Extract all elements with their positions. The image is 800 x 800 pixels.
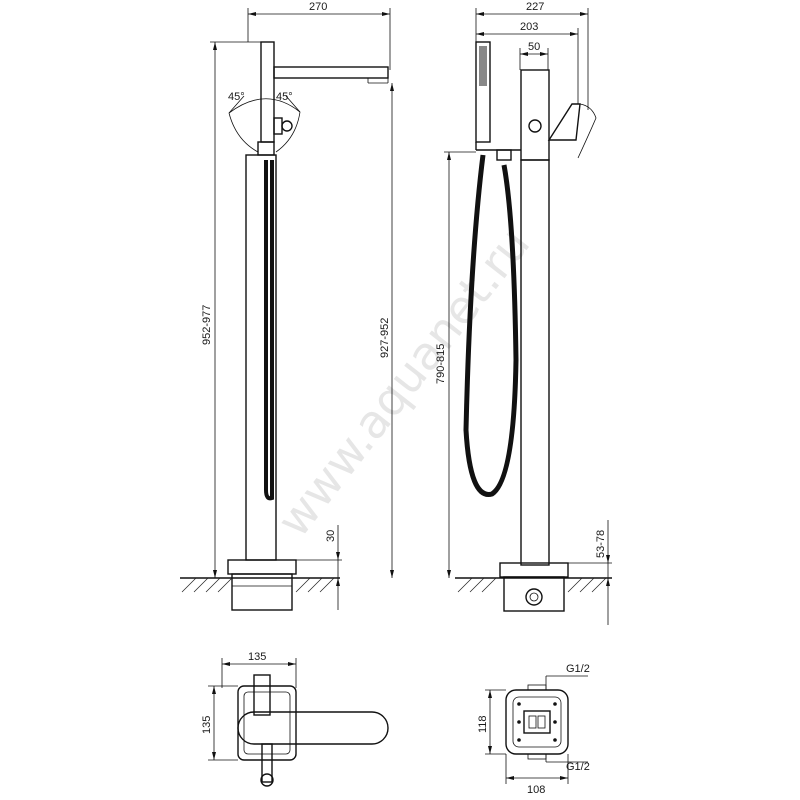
front-view: 227 203 50 (435, 1, 612, 625)
dim-side-width: 270 (309, 1, 327, 13)
dim-front-height-body: 790-815 (435, 344, 447, 384)
dim-base-width: 108 (527, 784, 545, 796)
dim-top-depth: 135 (201, 716, 213, 734)
front-lever (547, 103, 581, 141)
dim-front-width-total: 227 (526, 1, 544, 13)
dim-base-thread-top: G1/2 (566, 663, 590, 675)
watermark: www.aquanet.ru (266, 217, 540, 547)
base-plate: G1/2 118 G1/2 108 (477, 663, 590, 796)
dim-side-base-height: 30 (325, 530, 337, 542)
front-hose (463, 154, 519, 497)
front-column (520, 159, 550, 566)
hand-shower (475, 41, 491, 143)
dim-base-height: 118 (477, 715, 489, 733)
dim-front-width-lever: 50 (528, 41, 540, 53)
dim-side-angle-left: 45° (228, 91, 245, 103)
dim-side-angle-right: 45° (276, 91, 293, 103)
dim-base-thread-bottom: G1/2 (566, 761, 590, 773)
front-head (520, 69, 550, 161)
top-view: 135 135 (201, 651, 389, 787)
side-spout (273, 66, 389, 79)
base-plate-outer (505, 689, 569, 755)
dim-side-height-total: 952-977 (201, 305, 213, 345)
side-view: 270 45° 45° 952-977 (180, 1, 394, 611)
side-hose (264, 160, 274, 501)
dim-front-base-height: 53-78 (595, 530, 607, 558)
dim-top-width: 135 (248, 651, 266, 663)
dim-front-width-handle: 203 (520, 21, 538, 33)
dim-side-height-spout: 927-952 (379, 318, 391, 358)
side-head (260, 41, 275, 143)
